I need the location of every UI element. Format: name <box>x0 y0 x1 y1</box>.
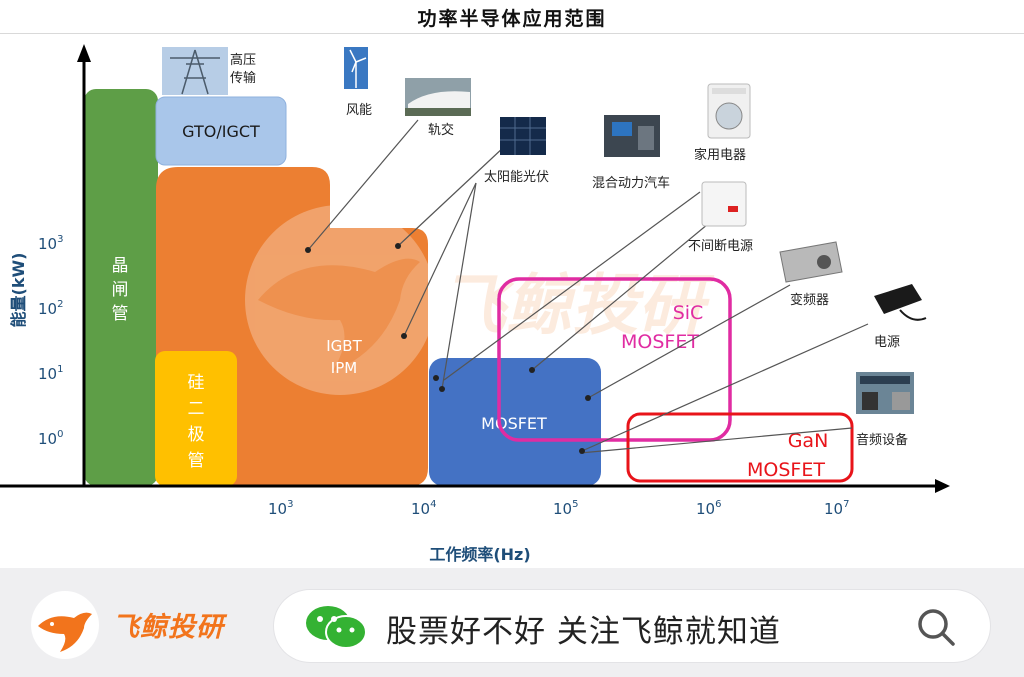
wechat-icon <box>306 606 367 649</box>
x-tick-label: 104 <box>411 499 436 518</box>
region-thyristor <box>84 89 158 486</box>
region-sic-mosfet <box>497 277 732 442</box>
search-icon[interactable] <box>915 606 957 648</box>
x-axis-arrow-icon <box>935 479 950 493</box>
label-mosfet: MOSFET <box>481 414 547 433</box>
app-label-solar: 太阳能光伏 <box>484 170 549 185</box>
inverter-psu-icon <box>779 241 843 283</box>
label-sic-mosfet: MOSFET <box>621 331 699 353</box>
y-axis-label: 能量(kW) <box>9 253 28 328</box>
bullet-train-icon <box>405 78 471 116</box>
label-diode-4: 管 <box>188 451 205 471</box>
application-range-diagram: 飞鲸投研 晶 闸 管 GTO/IGCT 硅 二 极 管 IGBT IPM MOS… <box>0 44 950 564</box>
label-thyristor-2: 闸 <box>112 280 129 300</box>
x-axis-label: 工作频率(Hz) <box>429 545 530 564</box>
label-diode-1: 硅 <box>188 373 205 393</box>
x-tick-label: 105 <box>553 499 578 518</box>
app-label-hv-2: 传输 <box>230 70 256 86</box>
app-label-audio: 音频设备 <box>856 432 908 448</box>
label-igbt: IGBT <box>326 337 362 355</box>
app-label-wind: 风能 <box>346 103 372 118</box>
app-label-power: 电源 <box>874 335 900 350</box>
app-label-ups: 不间断电源 <box>688 239 753 254</box>
region-silicon-diode <box>155 351 237 486</box>
y-tick-label: 102 <box>38 299 63 318</box>
label-gan-mosfet: MOSFET <box>747 459 825 481</box>
wind-turbine-icon <box>344 47 368 89</box>
app-label-rail: 轨交 <box>428 122 454 138</box>
app-label-hybrid: 混合动力汽车 <box>592 175 670 191</box>
region-mosfet <box>429 358 601 486</box>
y-tick-label: 100 <box>38 429 63 448</box>
label-gan: GaN <box>788 430 829 452</box>
label-diode-3: 极 <box>188 425 205 445</box>
app-label-hv-1: 高压 <box>230 52 256 68</box>
label-thyristor-3: 管 <box>112 304 129 324</box>
solar-panel-icon <box>500 117 546 155</box>
connector-dots <box>305 243 591 454</box>
y-tick-label: 103 <box>38 234 63 253</box>
connector-lines <box>307 119 869 454</box>
region-gan-mosfet <box>626 412 854 483</box>
app-label-appliance: 家用电器 <box>694 147 746 163</box>
label-ipm: IPM <box>331 359 357 377</box>
search-prompt-text: 股票好不好 关注飞鲸就知道 <box>386 614 781 650</box>
x-tick-label: 103 <box>268 499 293 518</box>
whale-logo-icon <box>31 591 99 659</box>
washing-machine-icon <box>707 83 751 139</box>
app-label-inverter: 变频器 <box>790 292 829 308</box>
region-gto-igct <box>155 96 287 166</box>
search-bar[interactable] <box>274 590 990 662</box>
label-thyristor-1: 晶 <box>112 256 129 276</box>
transmission-tower-icon <box>162 47 228 95</box>
label-sic: SiC <box>673 302 704 324</box>
ups-device-icon <box>701 181 747 227</box>
y-tick-label: 101 <box>38 364 63 383</box>
x-tick-label: 107 <box>824 499 849 518</box>
audio-device-icon <box>856 372 914 414</box>
label-gto-igct: GTO/IGCT <box>182 122 260 141</box>
page-title: 功率半导体应用范围 <box>417 8 607 30</box>
footer-brand: 飞鲸投研 <box>112 612 224 643</box>
y-axis-arrow-icon <box>77 44 91 62</box>
power-adapter-icon <box>874 284 927 321</box>
label-diode-2: 二 <box>188 399 205 419</box>
x-tick-label: 106 <box>696 499 721 518</box>
title-divider <box>0 33 1024 34</box>
hybrid-engine-icon <box>604 115 660 157</box>
